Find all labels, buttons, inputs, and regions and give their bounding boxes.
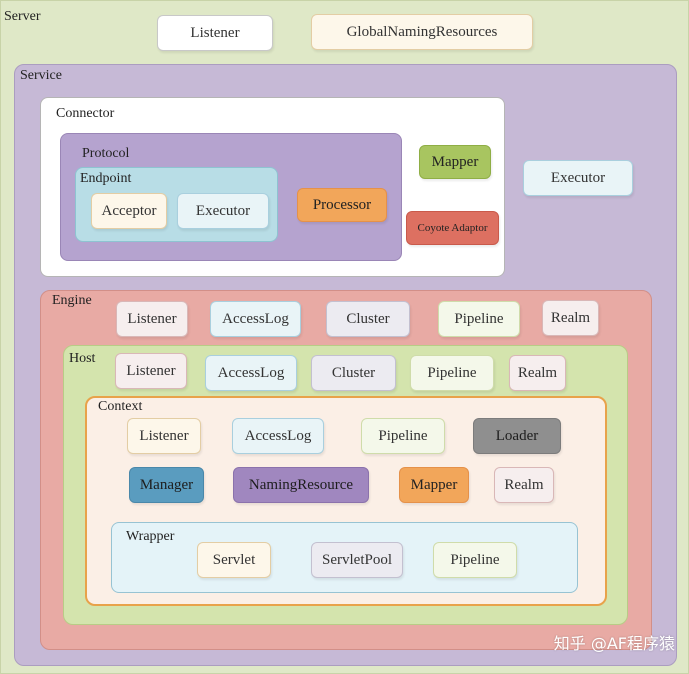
endpoint-executor: Executor	[177, 193, 269, 229]
engine-realm: Realm	[542, 300, 599, 336]
context-listener: Listener	[127, 418, 201, 454]
context-accesslog: AccessLog	[232, 418, 324, 454]
connector-label: Connector	[56, 106, 115, 121]
engine-accesslog: AccessLog	[210, 301, 301, 337]
wrapper-pipeline: Pipeline	[433, 542, 517, 578]
engine-label: Engine	[52, 293, 92, 308]
host-label: Host	[69, 351, 96, 366]
context-mapper: Mapper	[399, 467, 469, 503]
host-accesslog: AccessLog	[205, 355, 297, 391]
context-label: Context	[98, 399, 143, 414]
processor: Processor	[297, 188, 387, 222]
context-loader: Loader	[473, 418, 561, 454]
context-realm: Realm	[494, 467, 554, 503]
context-naming-resource: NamingResource	[233, 467, 369, 503]
wrapper-servlet: Servlet	[197, 542, 271, 578]
watermark-text: 知乎 @AF程序猿	[553, 634, 675, 653]
service-executor: Executor	[523, 160, 633, 196]
server-label: Server	[4, 9, 41, 24]
host-listener: Listener	[115, 353, 187, 389]
protocol-label: Protocol	[82, 146, 130, 161]
host-cluster: Cluster	[311, 355, 396, 391]
wrapper-servlet-pool: ServletPool	[311, 542, 403, 578]
engine-listener: Listener	[116, 301, 188, 337]
engine-pipeline: Pipeline	[438, 301, 520, 337]
coyote-adaptor: Coyote Adaptor	[406, 211, 499, 245]
host-pipeline: Pipeline	[410, 355, 494, 391]
wrapper-label: Wrapper	[126, 529, 175, 544]
context-manager: Manager	[129, 467, 204, 503]
host-realm: Realm	[509, 355, 566, 391]
engine-cluster: Cluster	[326, 301, 410, 337]
endpoint-label: Endpoint	[80, 171, 132, 186]
service-label: Service	[20, 68, 62, 83]
acceptor: Acceptor	[91, 193, 167, 229]
connector-mapper: Mapper	[419, 145, 491, 179]
context-pipeline: Pipeline	[361, 418, 445, 454]
server-listener: Listener	[157, 15, 273, 51]
global-naming-resources: GlobalNamingResources	[311, 14, 533, 50]
